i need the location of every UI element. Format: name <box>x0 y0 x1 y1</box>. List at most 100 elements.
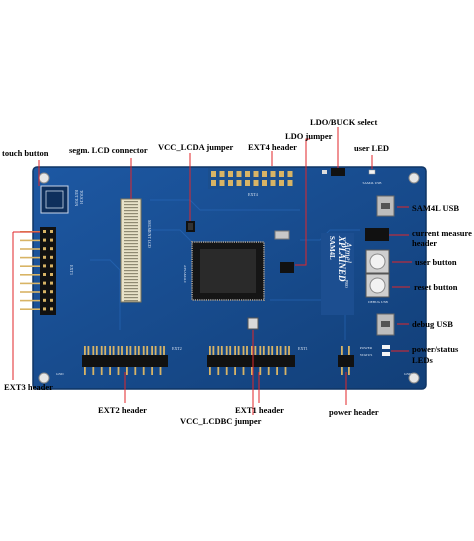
header-pin <box>50 281 53 285</box>
header-pin <box>50 238 53 242</box>
header-pin <box>217 367 220 375</box>
label-power-header: power header <box>329 407 379 417</box>
header-pin <box>126 346 128 355</box>
header-pin <box>146 346 149 355</box>
silk-ext2: EXT2 <box>172 346 182 351</box>
label-ext4-header: EXT4 header <box>248 142 297 152</box>
label-ldo-buck-select: LDO/BUCK select <box>310 117 378 127</box>
header-pin <box>279 180 284 186</box>
header-pin <box>209 367 211 375</box>
current-measure-header-part <box>365 228 389 241</box>
ext2-header-pins <box>82 355 168 367</box>
header-pin <box>276 367 278 375</box>
brand-logo: Atmel <box>343 241 353 263</box>
header-pin <box>151 346 153 355</box>
header-pin <box>50 307 53 311</box>
header-pin <box>43 307 46 311</box>
header-pin <box>279 171 284 177</box>
silk-ext1: EXT1 <box>298 346 308 351</box>
header-pin <box>234 367 236 375</box>
header-pin <box>279 346 282 355</box>
header-pin <box>225 367 228 375</box>
header-pin <box>217 346 220 355</box>
lcd-contact <box>124 276 138 278</box>
header-pin <box>348 367 350 375</box>
lcd-contact <box>124 204 138 206</box>
header-pin <box>50 255 53 259</box>
header-pin <box>245 171 250 177</box>
silk-gnd-2: GND <box>404 372 412 376</box>
header-pin <box>259 346 262 355</box>
header-pin <box>212 346 215 355</box>
header-pin <box>117 367 120 375</box>
label-debug-usb: debug USB <box>412 319 453 329</box>
label-ext3-header: EXT3 header <box>4 382 53 392</box>
header-pin <box>254 346 257 355</box>
lcd-contact <box>124 291 138 293</box>
header-pin <box>288 346 290 355</box>
label-power-status-1: power/status <box>412 344 459 354</box>
annotation-lines <box>12 127 412 415</box>
header-pin <box>87 346 90 355</box>
header-pin <box>109 367 111 375</box>
lcd-contact <box>124 210 138 212</box>
header-pin <box>211 180 216 186</box>
lcd-contact <box>124 288 138 290</box>
header-pin <box>20 256 40 259</box>
crystal <box>274 230 290 240</box>
header-pin <box>229 346 232 355</box>
header-pin <box>50 230 53 233</box>
lcd-contact <box>124 273 138 275</box>
header-pin <box>20 299 40 302</box>
product-name-3: PRO <box>344 280 349 288</box>
mounting-holes <box>38 172 420 384</box>
ldo-buck-switch <box>331 168 345 176</box>
lcd-contact <box>124 258 138 260</box>
header-pin <box>341 346 343 355</box>
label-reset-button: reset button <box>414 282 458 292</box>
header-pin <box>43 281 46 285</box>
lcd-connector <box>120 198 142 303</box>
header-pin <box>267 346 270 355</box>
header-pin <box>348 346 350 355</box>
silk-button: BUTTON <box>74 190 79 206</box>
header-pin <box>251 346 253 355</box>
lcd-contact <box>124 300 138 302</box>
label-current-measure-1: current measure <box>412 228 472 238</box>
header-pin <box>219 171 225 177</box>
header-pin <box>242 346 245 355</box>
lcd-contact <box>124 270 138 272</box>
lcd-contact <box>124 267 138 269</box>
silk-status: STATUS <box>360 353 373 357</box>
header-pin <box>237 346 240 355</box>
header-pin <box>209 346 211 355</box>
silk-power: POWER <box>360 346 373 350</box>
header-pin <box>117 346 120 355</box>
header-pin <box>43 255 46 259</box>
header-pin <box>219 180 225 186</box>
lcd-contact <box>124 228 138 230</box>
header-pin <box>159 367 162 375</box>
lcd-contact <box>124 294 138 296</box>
header-pin <box>20 274 40 276</box>
header-pin <box>228 180 233 186</box>
brand-panel <box>321 233 354 315</box>
label-user-led: user LED <box>354 143 390 153</box>
header-pin <box>84 367 86 375</box>
header-pin <box>154 346 157 355</box>
silk-gnd-1: GND <box>56 372 64 376</box>
label-current-measure-2: header <box>412 238 438 248</box>
header-pin <box>242 367 245 375</box>
header-pin <box>121 346 123 355</box>
lcd-contact <box>124 225 138 227</box>
label-power-status-2: LEDs <box>412 355 433 365</box>
lcd-contact <box>124 285 138 287</box>
header-pin <box>270 171 276 177</box>
ext3-header-pins <box>20 227 56 315</box>
power-header-pins <box>338 355 354 367</box>
silk-ext3: EXT3 <box>69 265 74 275</box>
header-pin <box>267 367 270 375</box>
label-ext1-header: EXT1 header <box>235 405 284 415</box>
header-pin <box>50 264 53 268</box>
